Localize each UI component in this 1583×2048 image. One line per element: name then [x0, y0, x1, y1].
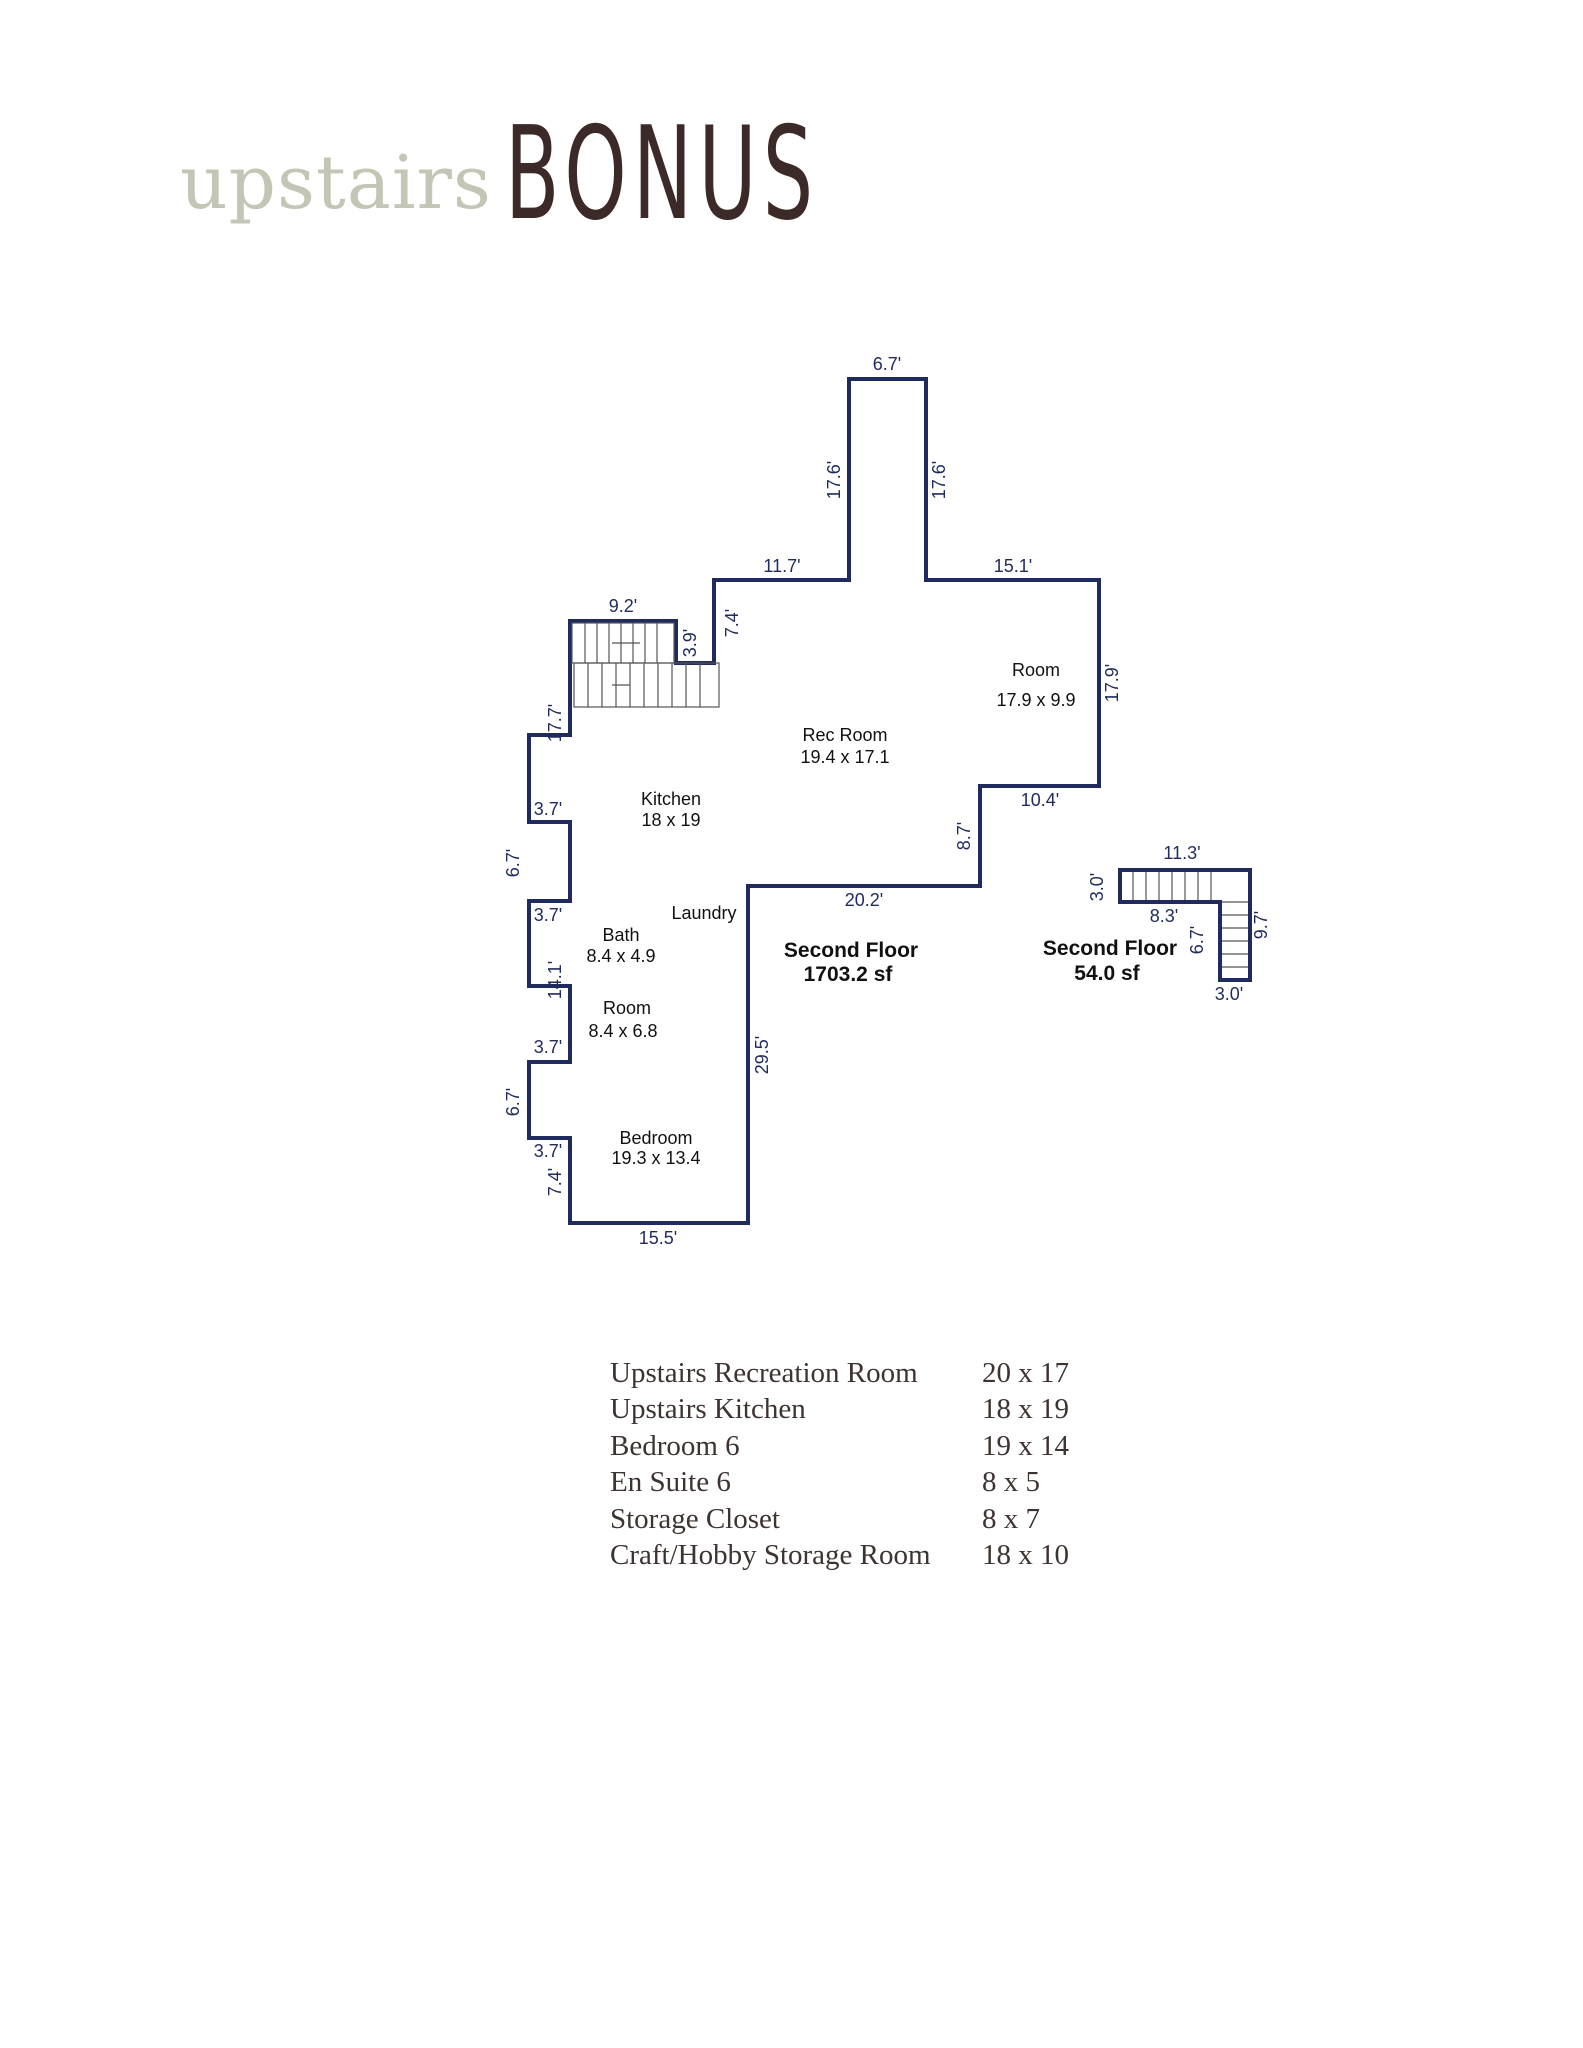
main-staircase — [571, 622, 720, 708]
room-size-list: Upstairs Recreation Room 20 x 17 Upstair… — [610, 1355, 1130, 1573]
room-right-room-size: 17.9 x 9.9 — [996, 690, 1075, 710]
dim-stair-unit-inner-h: 8.3' — [1150, 906, 1178, 926]
dim-right-side: 17.9' — [1102, 664, 1122, 702]
room-rec-room-size: 19.4 x 17.1 — [800, 747, 889, 767]
dim-right-step: 8.7' — [954, 822, 974, 850]
dim-bottom: 15.5' — [639, 1228, 677, 1248]
stair-unit-outline — [1118, 868, 1252, 982]
room-bedroom-name: Bedroom — [619, 1128, 692, 1148]
list-item: Craft/Hobby Storage Room 18 x 10 — [610, 1537, 1130, 1573]
dim-upper-left-top: 11.7' — [763, 556, 800, 576]
room-small-room-size: 8.4 x 6.8 — [588, 1021, 657, 1041]
list-item: Upstairs Recreation Room 20 x 17 — [610, 1355, 1130, 1391]
room-list-size: 18 x 19 — [982, 1393, 1069, 1426]
list-item: Upstairs Kitchen 18 x 19 — [610, 1391, 1130, 1427]
list-item: Storage Closet 8 x 7 — [610, 1501, 1130, 1537]
dim-upper-left-step: 7.4' — [722, 609, 742, 637]
dim-lower-right: 29.5' — [752, 1036, 772, 1074]
room-bath-name: Bath — [602, 925, 639, 945]
room-list-size: 20 x 17 — [982, 1357, 1069, 1389]
room-right-room-name: Room — [1012, 660, 1060, 680]
list-item: En Suite 6 8 x 5 — [610, 1464, 1130, 1500]
stair-level-name: Second Floor — [1043, 937, 1177, 960]
dim-tower-left: 17.6' — [824, 461, 844, 499]
room-kitchen-size: 18 x 19 — [641, 810, 700, 830]
room-bath-size: 8.4 x 4.9 — [586, 946, 655, 966]
room-small-room-name: Room — [603, 998, 651, 1018]
room-rec-room-name: Rec Room — [802, 725, 887, 745]
dim-bump2-side: 6.7' — [503, 1088, 523, 1116]
dim-top-tower: 6.7' — [873, 354, 901, 374]
room-kitchen-name: Kitchen — [641, 789, 701, 809]
room-laundry-name: Laundry — [671, 903, 736, 923]
dim-bump2-bottom: 3.7' — [534, 1141, 562, 1161]
stair-level-area: 54.0 sf — [1074, 962, 1140, 985]
title-main-word: BONUS — [505, 100, 820, 249]
dim-left-mid: 14.1' — [545, 961, 565, 999]
dim-middle-bottom: 20.2' — [845, 890, 883, 910]
room-list-size: 19 x 14 — [982, 1429, 1069, 1462]
room-list-name: Upstairs Kitchen — [610, 1393, 806, 1426]
main-level-area: 1703.2 sf — [804, 963, 894, 986]
dim-bump1-top: 3.7' — [534, 799, 562, 819]
main-floor-outline — [527, 377, 1101, 1225]
room-list-name: Craft/Hobby Storage Room — [610, 1538, 931, 1571]
dim-stair-unit-inner-v: 6.7' — [1187, 926, 1207, 954]
main-level-name: Second Floor — [784, 939, 918, 962]
room-bedroom-size: 19.3 x 13.4 — [611, 1148, 700, 1168]
dim-stair-unit-top: 11.3' — [1163, 843, 1200, 863]
dim-bump1-side: 6.7' — [503, 849, 523, 877]
room-list-size: 8 x 5 — [982, 1466, 1040, 1499]
dim-bump1-bottom: 3.7' — [534, 905, 562, 925]
room-list-size: 8 x 7 — [982, 1502, 1040, 1535]
title-script-word: upstairs — [180, 140, 492, 226]
dim-stair-unit-right: 9.7' — [1251, 911, 1271, 939]
list-item: Bedroom 6 19 x 14 — [610, 1428, 1130, 1464]
dim-tower-right: 17.6' — [929, 461, 949, 499]
stair-unit-treads — [1132, 872, 1248, 968]
dim-left-upper: 17.7' — [545, 704, 565, 742]
room-list-name: Upstairs Recreation Room — [610, 1357, 918, 1389]
room-list-size: 18 x 10 — [982, 1538, 1069, 1571]
dim-right-bottom: 10.4' — [1021, 790, 1059, 810]
dim-bump2-top: 3.7' — [534, 1037, 562, 1057]
room-list-name: Storage Closet — [610, 1502, 780, 1535]
dim-stair-unit-bottom: 3.0' — [1215, 984, 1243, 1004]
dim-stair-right: 3.9' — [680, 629, 700, 657]
room-list-name: Bedroom 6 — [610, 1429, 740, 1462]
dim-left-lower: 7.4' — [545, 1168, 565, 1196]
dim-stair-top: 9.2' — [609, 596, 637, 616]
room-list-name: En Suite 6 — [610, 1466, 731, 1499]
dim-stair-unit-left: 3.0' — [1087, 873, 1107, 901]
dim-upper-right-top: 15.1' — [994, 556, 1032, 576]
